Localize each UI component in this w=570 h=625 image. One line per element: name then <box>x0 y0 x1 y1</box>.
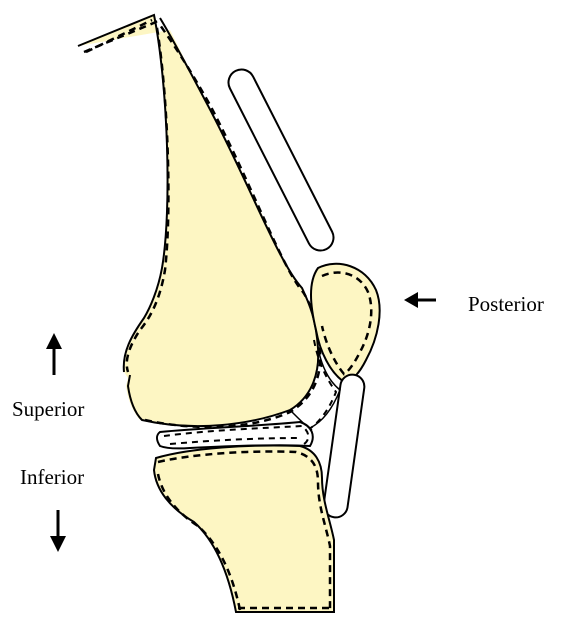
posterior-label: Posterior <box>468 294 544 315</box>
arrow-down <box>50 510 66 552</box>
tibia-shape <box>154 446 334 613</box>
tibia <box>154 446 334 613</box>
femur <box>78 15 320 427</box>
femur-outline <box>78 15 318 425</box>
inferior-label: Inferior <box>20 467 84 488</box>
arrow-left <box>404 292 436 308</box>
arrow-up <box>46 333 62 375</box>
superior-label: Superior <box>12 399 84 420</box>
patellar-ligament <box>322 373 366 519</box>
